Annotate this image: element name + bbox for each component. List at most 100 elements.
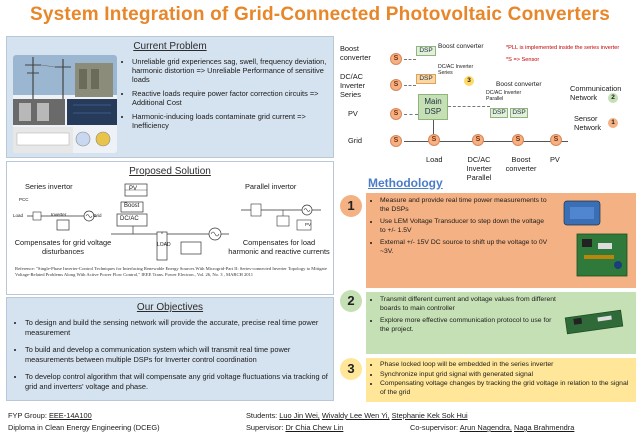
- step-3-box: Phase locked loop will be embedded in th…: [366, 358, 636, 402]
- sensor-icon: S: [390, 135, 402, 147]
- sensor-icon: S: [428, 134, 440, 146]
- current-problem-panel: Current Problem Unreliable grid exper: [6, 36, 334, 158]
- dcac-inverter-parallel-inner: DC/AC Inverter Parallel: [486, 90, 522, 102]
- list-item: Compensating voltage changes by tracking…: [380, 380, 630, 397]
- cosupervisor-name: Arun Nagendra,: [459, 423, 512, 432]
- pll-note: *PLL is implemented inside the series in…: [506, 45, 620, 51]
- dcac-inverter-series-label: DC/AC Inverter Series: [340, 72, 366, 99]
- series-caption: Compensates for grid voltage disturbance…: [14, 238, 112, 256]
- proposed-solution-heading: Proposed Solution: [129, 166, 211, 177]
- center-system-schematic: [111, 180, 229, 269]
- inverter-label: Inverter: [51, 212, 67, 217]
- communication-network-label: Communication Network: [570, 84, 622, 102]
- sensor-icon: S: [472, 134, 484, 146]
- students-label: Students:: [246, 411, 278, 420]
- supervisor-name: Dr Chia Chew Lin: [285, 423, 344, 432]
- badge-1: 1: [608, 118, 618, 128]
- lem-transducer-image: [562, 199, 602, 232]
- boost-block-label: Boost: [124, 203, 140, 209]
- sensor-icon: S: [390, 79, 402, 91]
- bottom-pv-label: PV: [550, 155, 560, 164]
- list-item: Transmit different current and voltage v…: [380, 296, 556, 313]
- pcc-label: PCC: [19, 197, 29, 202]
- grid-label: Grid: [348, 136, 362, 145]
- step-2-badge: 2: [340, 290, 362, 312]
- objectives-panel: Our Objectives To design and build the s…: [6, 297, 334, 401]
- objectives-heading: Our Objectives: [136, 302, 204, 313]
- dsp-block-boost: DSP: [510, 108, 528, 118]
- proposed-solution-panel: Proposed Solution Series invertor Parall…: [6, 161, 334, 295]
- dsp-block: DSP: [416, 46, 436, 56]
- step-1-list: Measure and provide real time power meas…: [372, 197, 550, 257]
- poster-title: System Integration of Grid-Connected Pho…: [30, 4, 610, 25]
- objectives-list: To design and build the sensing network …: [19, 318, 331, 399]
- step-1-box: Measure and provide real time power meas…: [366, 193, 636, 288]
- current-problem-list: Unreliable grid experiences sag, swell, …: [123, 57, 331, 135]
- grid-label: Grid: [93, 213, 102, 218]
- bottom-dcac-parallel-label: DC/AC Inverter Parallel: [466, 155, 492, 182]
- step-3-badge: 3: [340, 358, 362, 380]
- list-item: To build and develop a communication sys…: [25, 345, 331, 365]
- connector-line: [433, 120, 434, 141]
- cosupervisor-label: Co-supervisor:: [410, 423, 459, 432]
- power-infrastructure-image: [13, 55, 117, 153]
- bottom-boost-label: Boost converter: [505, 155, 537, 173]
- student-name: Luo Jin Wei,: [279, 411, 320, 420]
- circuit-board-image: [576, 233, 628, 282]
- badge-3: 3: [464, 76, 474, 86]
- group-line: FYP Group: EEE-14A100: [8, 411, 92, 421]
- connector-line: [404, 59, 416, 60]
- sensor-network-label: Sensor Network: [574, 114, 602, 132]
- load-label: Load: [13, 213, 24, 218]
- dsp-block-parallel: DSP: [490, 108, 508, 118]
- pv-small-label: PV: [305, 222, 312, 227]
- dcac-inverter-series-inner: DC/AC Inverter Series: [438, 64, 474, 76]
- list-item: Use LEM Voltage Transducer to step down …: [380, 218, 550, 235]
- list-item: Explore more effective communication pro…: [380, 317, 556, 334]
- connector-line: [404, 114, 418, 115]
- list-item: External +/- 15V DC source to shift up t…: [380, 239, 550, 256]
- step-1-badge: 1: [340, 195, 362, 217]
- students-line: Students: Luo Jin Wei, Wivaldy Lee Wen Y…: [246, 411, 468, 421]
- list-item: Harmonic-inducing loads contaminate grid…: [132, 112, 331, 130]
- diploma-line: Diploma in Clean Energy Engineering (DCE…: [8, 423, 160, 432]
- connector-line: [448, 106, 490, 107]
- dsp-block-series: DSP: [416, 74, 436, 84]
- pv-block-label: PV: [129, 186, 138, 192]
- list-item: To design and build the sensing network …: [25, 318, 331, 338]
- list-item: To develop control algorithm that will c…: [25, 372, 331, 392]
- main-dsp-block: Main DSP: [418, 94, 448, 120]
- system-diagram: Boost converter DC/AC Inverter Series PV…: [338, 36, 636, 182]
- group-value: EEE-14A100: [48, 411, 92, 420]
- cosupervisor-line: Co-supervisor: Arun Nagendra, Naga Brahm…: [410, 423, 574, 433]
- parallel-caption: Compensates for load harmonic and reacti…: [228, 238, 330, 256]
- step-3-list: Phase locked loop will be embedded in th…: [372, 361, 630, 397]
- step-2-box: Transmit different current and voltage v…: [366, 292, 636, 354]
- supervisor-label: Supervisor:: [246, 423, 284, 432]
- series-inverter-schematic: [17, 196, 107, 239]
- group-label: FYP Group:: [8, 411, 47, 420]
- series-invertor-title: Series invertor: [25, 182, 73, 191]
- boost-converter-right-label: Boost converter: [496, 81, 542, 88]
- connector-line: [404, 85, 416, 86]
- sensor-note: *S => Sensor: [506, 57, 540, 63]
- sensor-icon: S: [390, 53, 402, 65]
- current-problem-heading: Current Problem: [133, 41, 207, 52]
- bottom-load-label: Load: [426, 155, 443, 164]
- top-boost-label: Boost converter: [438, 43, 484, 50]
- student-name: Stephanie Kek Sok Hui: [391, 411, 468, 420]
- student-name: Wivaldy Lee Wen Yi,: [321, 411, 390, 420]
- badge-2: 2: [608, 93, 618, 103]
- list-item: Synchronize input grid signal with gener…: [380, 371, 630, 380]
- list-item: Reactive loads require power factor corr…: [132, 89, 331, 107]
- dcac-block-label: DC/AC: [120, 216, 139, 222]
- sensor-icon: S: [512, 134, 524, 146]
- sensor-icon: S: [550, 134, 562, 146]
- list-item: Measure and provide real time power meas…: [380, 197, 550, 214]
- pv-label: PV: [348, 109, 358, 118]
- communication-board-image: [564, 306, 624, 343]
- load-block-label: LOAD: [157, 242, 171, 248]
- cosupervisor-name: Naga Brahmendra: [513, 423, 575, 432]
- list-item: Unreliable grid experiences sag, swell, …: [132, 57, 331, 84]
- boost-converter-label: Boost converter: [340, 44, 371, 62]
